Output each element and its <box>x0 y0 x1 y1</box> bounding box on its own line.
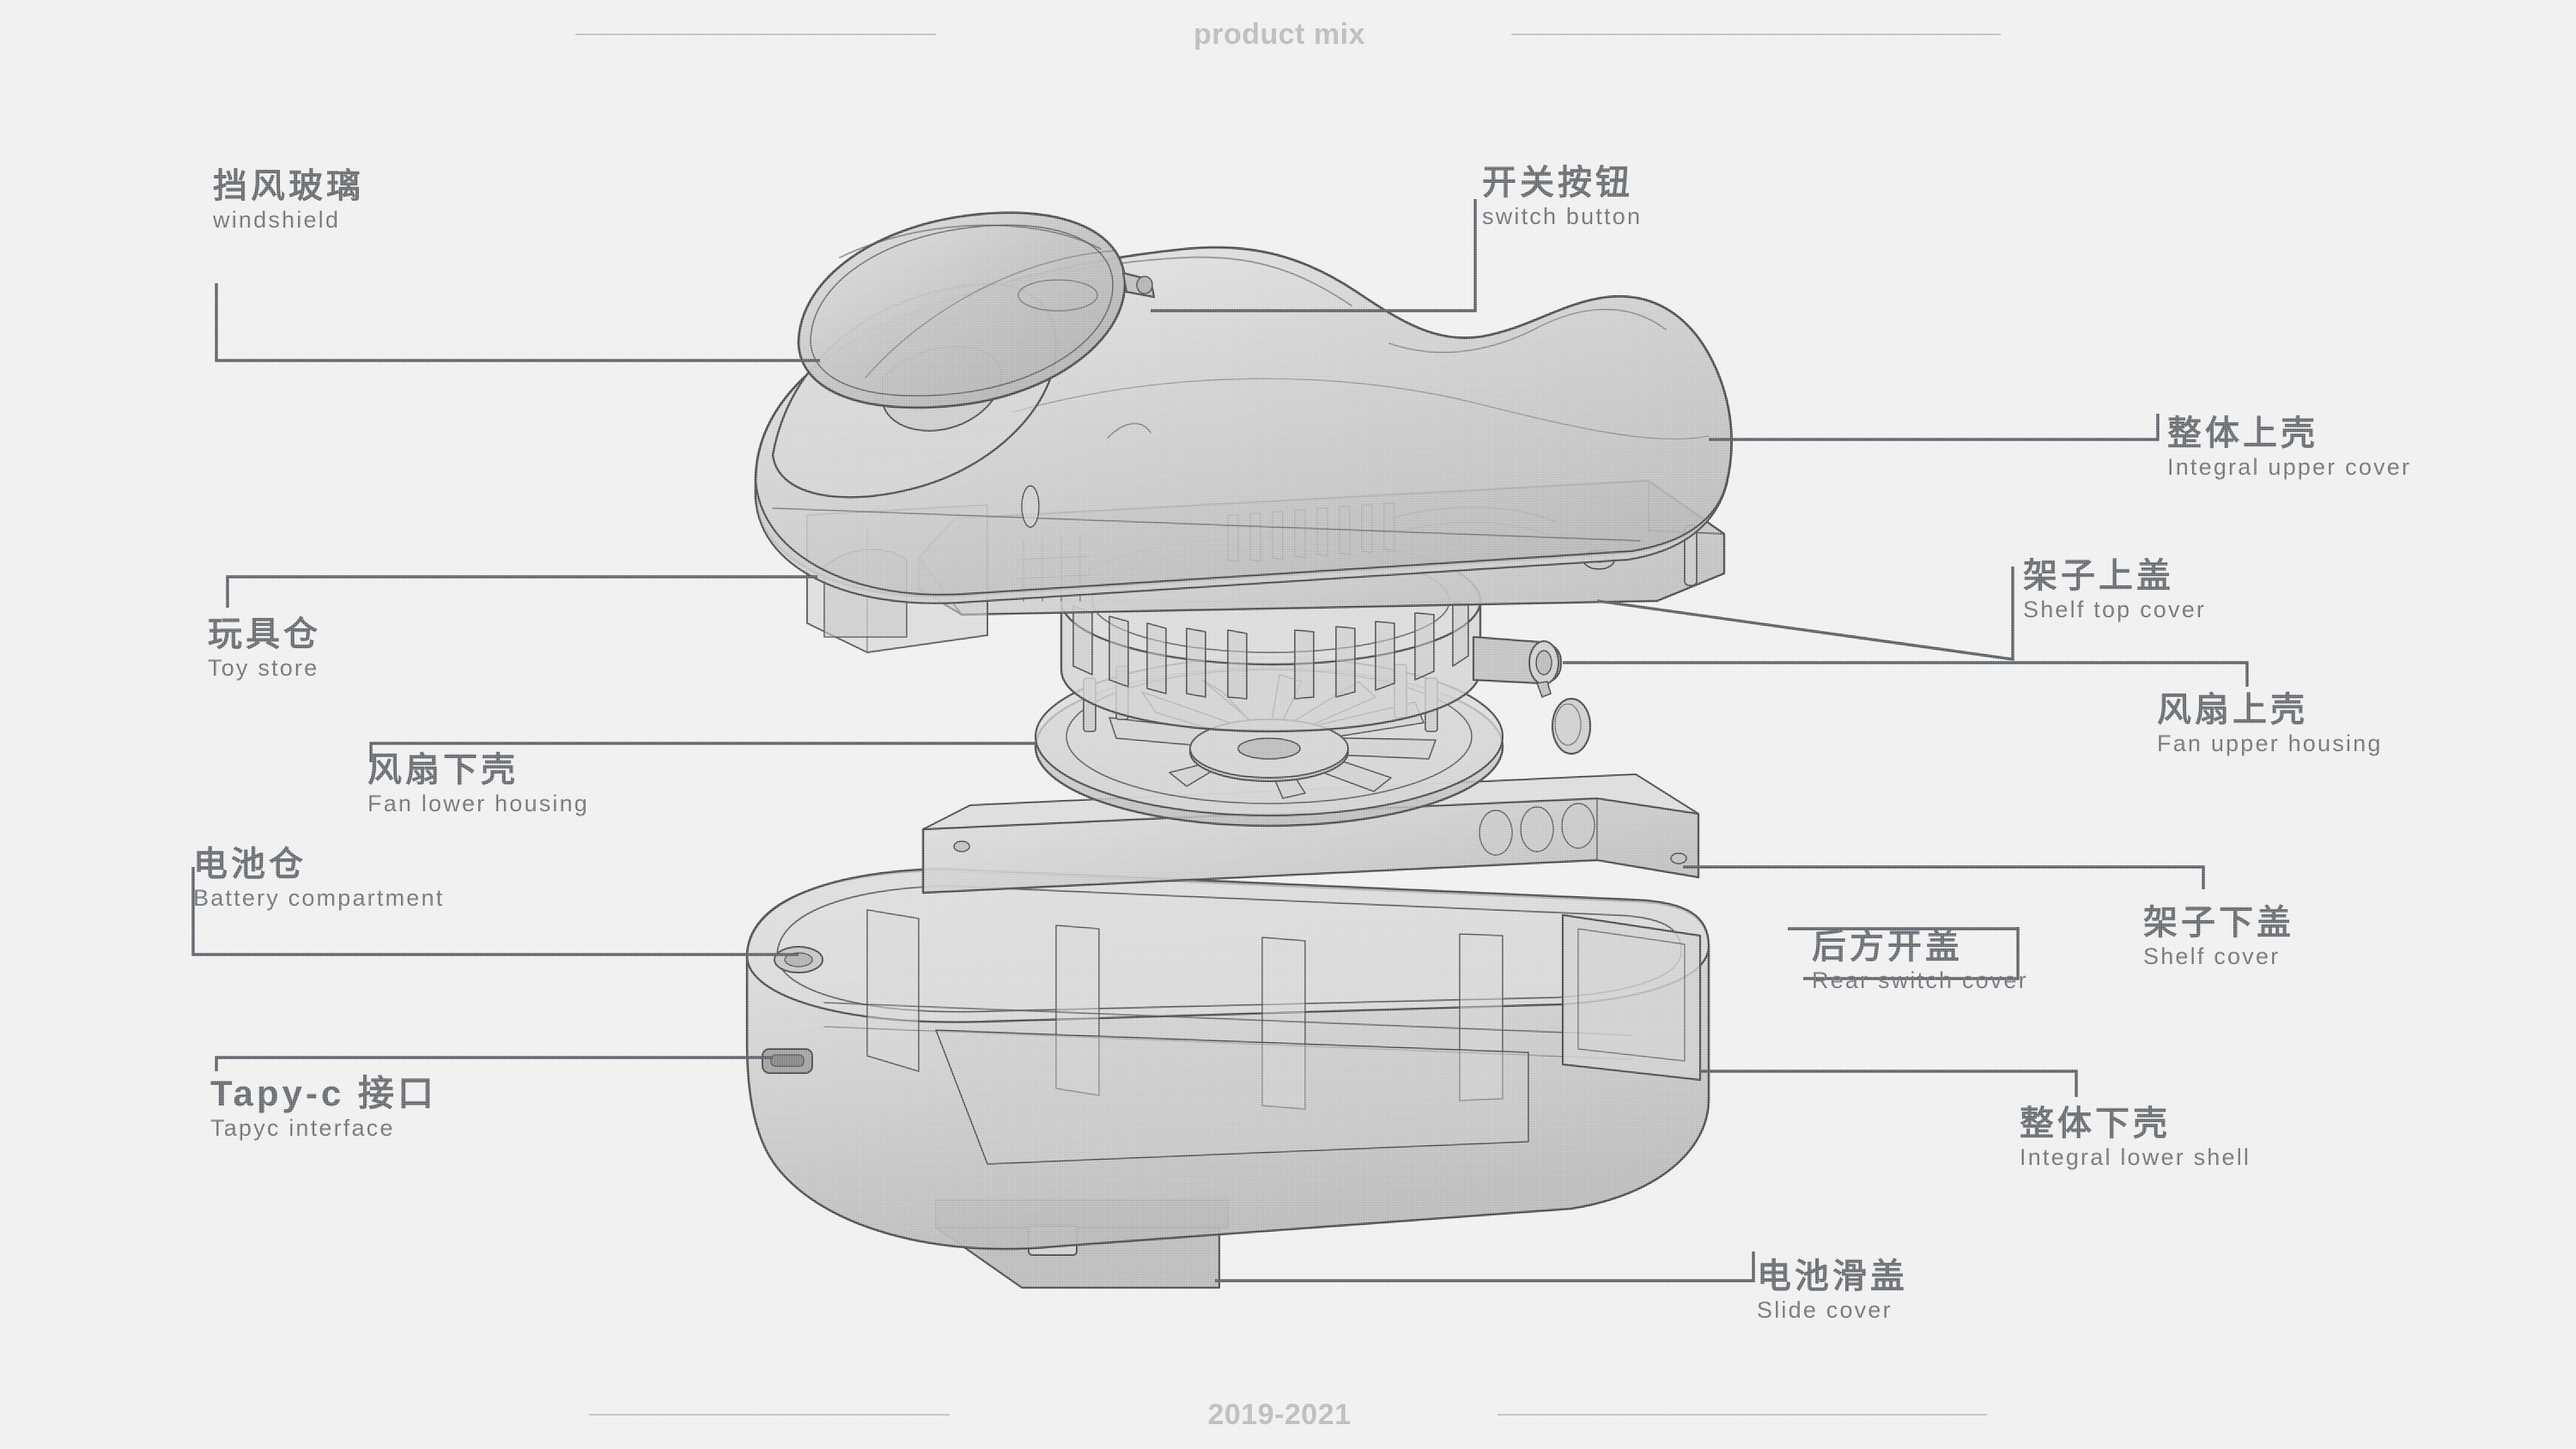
callout-shelf-top-cover-cn: 架子上盖 <box>2023 557 2174 595</box>
fan-cap-disc <box>1551 697 1592 755</box>
callout-toy-store-cn: 玩具仓 <box>208 615 321 653</box>
part-integral-lower-shell <box>745 867 1710 1289</box>
fan-side-nozzle <box>1472 635 1563 698</box>
callout-rear-switch-cover: 后方开盖 Rear switch cover <box>1812 929 2028 994</box>
callout-slide-cover-cn: 电池滑盖 <box>1757 1258 1908 1295</box>
callout-shelf-cover-cn: 架子下盖 <box>2143 904 2294 942</box>
callout-integral-upper-cover-cn: 整体上壳 <box>2167 415 2318 452</box>
callout-shelf-cover: 架子下盖 Shelf cover <box>2143 905 2294 970</box>
callout-shelf-cover-en: Shelf cover <box>2143 943 2281 969</box>
page-footer: 2019-2021 <box>0 1397 2576 1432</box>
part-rear-switch-cover <box>1561 913 1702 1082</box>
footer-rule-left <box>589 1414 951 1416</box>
callout-slide-cover-en: Slide cover <box>1757 1297 1893 1323</box>
callout-slide-cover: 电池滑盖 Slide cover <box>1757 1258 1908 1324</box>
callout-switch-button: 开关按钮 switch button <box>1482 165 1642 230</box>
callout-fan-upper-housing-cn: 风扇上壳 <box>2157 691 2308 729</box>
callout-battery-compartment-cn: 电池仓 <box>193 846 307 883</box>
callout-toy-store-en: Toy store <box>208 655 319 681</box>
callout-toy-store: 玩具仓 Toy store <box>208 616 321 682</box>
header-rule-right <box>1511 33 2002 35</box>
callout-fan-upper-housing-en: Fan upper housing <box>2157 731 2383 756</box>
callout-integral-lower-shell-cn: 整体下壳 <box>2020 1105 2171 1143</box>
callout-windshield-cn: 挡风玻璃 <box>213 167 364 205</box>
callout-switch-button-en: switch button <box>1482 203 1643 229</box>
callout-shelf-top-cover-en: Shelf top cover <box>2023 597 2207 622</box>
callout-battery-compartment: 电池仓 Battery compartment <box>193 846 444 912</box>
part-tapyc-interface <box>762 1048 813 1074</box>
callout-tapyc-interface-cn: Tapy-c 接口 <box>210 1073 437 1113</box>
callout-fan-lower-housing-cn: 风扇下壳 <box>368 751 519 789</box>
page-header: product mix <box>0 17 2576 52</box>
callout-integral-lower-shell-en: Integral lower shell <box>2020 1144 2251 1170</box>
callout-battery-compartment-en: Battery compartment <box>193 885 445 911</box>
callout-integral-upper-cover-en: Integral upper cover <box>2167 454 2412 480</box>
part-windshield <box>797 211 1156 409</box>
footer-rule-right <box>1497 1414 1987 1416</box>
header-rule-left <box>574 33 936 35</box>
callout-rear-switch-cover-cn: 后方开盖 <box>1812 928 1963 966</box>
footer-period: 2019-2021 <box>1207 1397 1352 1431</box>
callout-windshield-en: windshield <box>213 207 341 233</box>
callout-fan-lower-housing: 风扇下壳 Fan lower housing <box>368 752 589 817</box>
callout-fan-upper-housing: 风扇上壳 Fan upper housing <box>2157 692 2383 757</box>
part-switch-button <box>1121 271 1156 299</box>
callout-rear-switch-cover-en: Rear switch cover <box>1812 967 2028 993</box>
callout-windshield: 挡风玻璃 windshield <box>213 168 364 233</box>
callout-shelf-top-cover: 架子上盖 Shelf top cover <box>2023 558 2206 623</box>
callout-tapyc-interface-en: Tapyc interface <box>210 1115 395 1142</box>
callout-fan-lower-housing-en: Fan lower housing <box>368 791 590 816</box>
callout-integral-lower-shell: 整体下壳 Integral lower shell <box>2020 1106 2251 1171</box>
callout-integral-upper-cover: 整体上壳 Integral upper cover <box>2167 415 2411 481</box>
callout-tapyc-interface: Tapy-c 接口 Tapyc interface <box>210 1073 437 1142</box>
page-title: product mix <box>1193 17 1366 51</box>
callout-switch-button-cn: 开关按钮 <box>1482 164 1633 202</box>
